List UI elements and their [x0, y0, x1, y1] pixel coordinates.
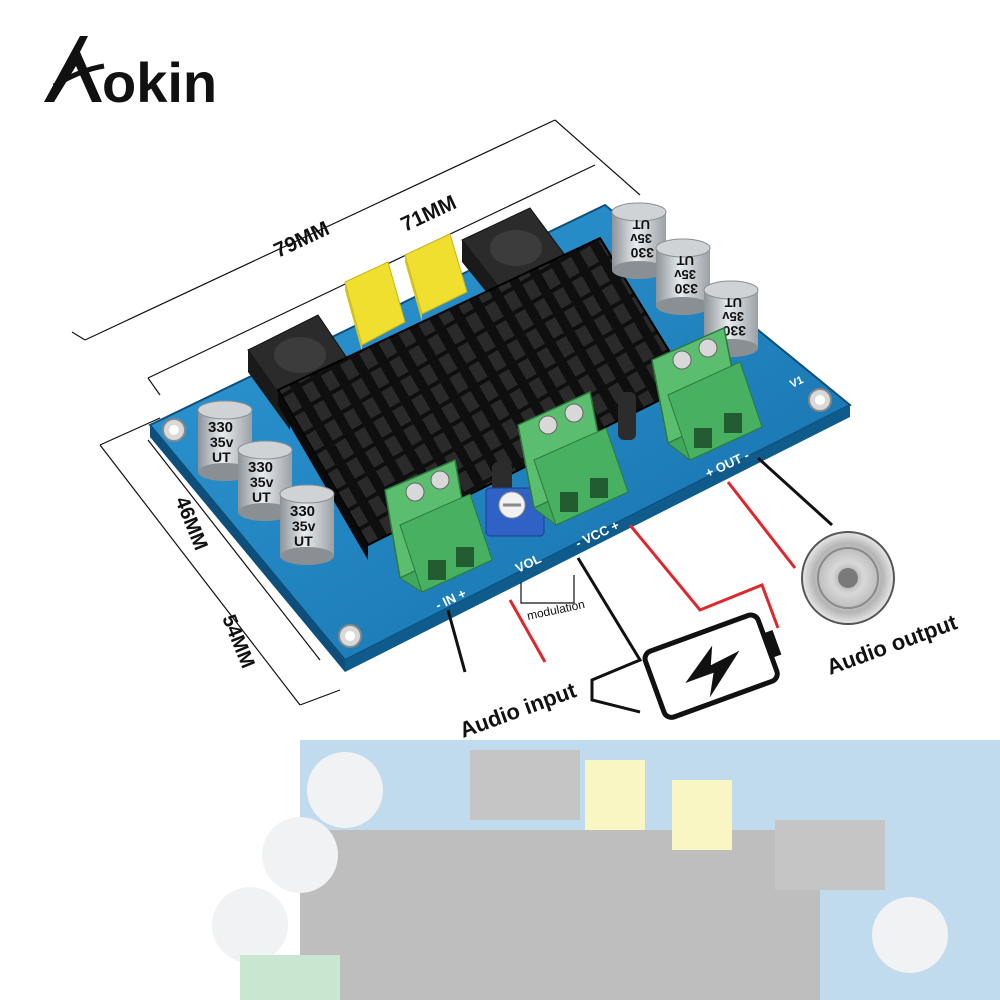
brand-logo-text: okin — [102, 51, 217, 110]
svg-text:UT: UT — [677, 253, 694, 268]
terminal-block-out — [651, 326, 763, 461]
svg-text:35v: 35v — [630, 231, 652, 246]
svg-text:UT: UT — [725, 295, 742, 310]
brand-logo: okin — [40, 30, 280, 114]
svg-text:330: 330 — [630, 245, 654, 261]
terminal-block-in — [384, 458, 494, 593]
film-capacitor — [404, 233, 468, 322]
svg-text:330: 330 — [290, 503, 315, 520]
svg-text:330: 330 — [248, 459, 273, 476]
svg-text:35v: 35v — [292, 518, 316, 534]
svg-text:UT: UT — [633, 217, 650, 232]
svg-text:UT: UT — [252, 489, 271, 505]
mounting-hole — [169, 425, 179, 435]
svg-text:330: 330 — [674, 281, 698, 297]
pcb-edge-right — [345, 405, 850, 672]
film-capacitor — [344, 261, 406, 352]
speaker-icon — [801, 531, 895, 625]
pcb-edge — [150, 425, 345, 672]
wire-vcc-positive — [628, 524, 780, 629]
wire-vcc-negative — [576, 557, 643, 714]
svg-text:35v: 35v — [210, 434, 234, 450]
wire-out-positive — [726, 481, 797, 569]
capacitor-right-2: 330 35v UT — [655, 238, 711, 315]
dimension-54mm: 54MM — [217, 612, 258, 672]
label-audio-input: Audio input — [456, 677, 580, 743]
dimension-71mm: 71MM — [397, 191, 460, 237]
modulation-bracket — [520, 575, 575, 604]
wire-out-negative — [756, 456, 834, 527]
mounting-holes — [162, 388, 832, 648]
brand-logo-swoosh — [52, 63, 105, 89]
svg-text:UT: UT — [212, 449, 231, 465]
mounting-hole — [815, 395, 825, 405]
small-capacitor — [492, 462, 512, 494]
dimension-lines — [71, 119, 641, 706]
capacitor-left-3: 330 35v UT — [279, 484, 335, 565]
battery-icon — [642, 612, 782, 720]
label-modulation: modulation — [526, 597, 586, 623]
terminal-block-vcc — [517, 390, 629, 526]
label-version: V1 — [788, 374, 805, 391]
svg-text:35v: 35v — [250, 474, 274, 490]
small-capacitor — [618, 392, 636, 440]
wires — [446, 456, 834, 714]
mounting-hole — [345, 631, 355, 641]
svg-text:330: 330 — [208, 419, 233, 436]
svg-text:35v: 35v — [722, 309, 744, 324]
volume-potentiometer — [485, 487, 545, 537]
svg-text:330: 330 — [722, 323, 746, 339]
faded-product-reflection — [212, 740, 1000, 1000]
dimension-79mm: 79MM — [270, 217, 333, 263]
wire-input-negative — [446, 609, 467, 673]
capacitor-left-2: 330 35v UT — [237, 440, 293, 521]
wire-input-positive — [508, 599, 547, 663]
svg-text:35v: 35v — [674, 267, 696, 282]
svg-text:UT: UT — [294, 533, 313, 549]
